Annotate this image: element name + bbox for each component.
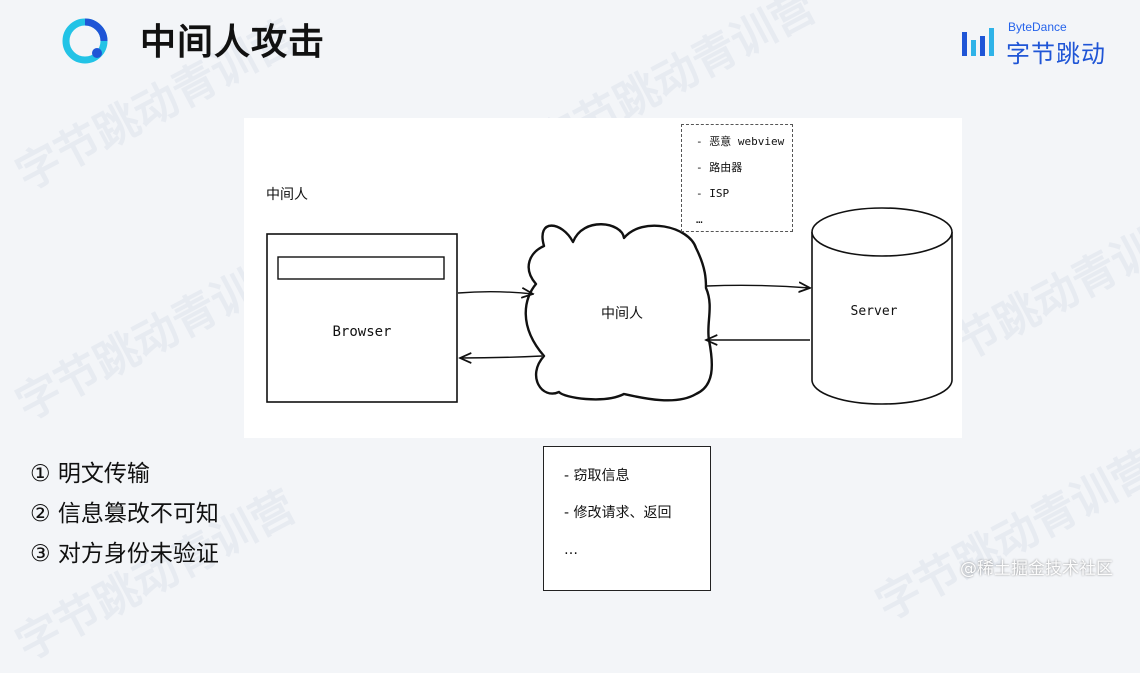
browser-label: Browser bbox=[332, 324, 391, 340]
browser-window bbox=[266, 233, 458, 403]
bytedance-bars-icon bbox=[962, 28, 994, 56]
diagram-canvas: Browser 中间人 Server bbox=[244, 118, 962, 438]
mitm-cloud bbox=[524, 223, 714, 402]
example-item: - 路由器 bbox=[696, 161, 743, 174]
arrow-mitm-to-browser bbox=[460, 356, 543, 358]
example-item: - ISP bbox=[696, 187, 730, 200]
page-title: 中间人攻击 bbox=[140, 22, 326, 63]
server-label: Server bbox=[851, 304, 898, 319]
attack-effects-box: - 窃取信息 - 修改请求、返回 … bbox=[543, 446, 711, 591]
mitm-diagram: Browser 中间人 Server bbox=[266, 207, 953, 405]
watermark: 字节跳动青训营 bbox=[868, 441, 1140, 631]
app-logo-icon bbox=[62, 18, 108, 64]
browser-address-bar bbox=[277, 256, 445, 280]
server-top bbox=[811, 207, 953, 257]
mitm-heading: 中间人 bbox=[266, 187, 308, 203]
mitm-examples-box: - 恶意 webview - 路由器 - ISP … bbox=[681, 124, 793, 232]
source-credit: @稀土掘金技术社区 bbox=[960, 559, 1113, 579]
bullet-item: ② 信息篡改不可知 bbox=[30, 501, 219, 527]
arrow-mitm-to-server bbox=[706, 285, 810, 288]
arrow-browser-to-mitm bbox=[457, 292, 533, 294]
bytedance-logo: ByteDance 字节跳动 bbox=[960, 20, 1120, 68]
server-cylinder bbox=[811, 232, 953, 405]
cloud-label: 中间人 bbox=[601, 306, 643, 322]
brand-name: 字节跳动 bbox=[1006, 40, 1106, 68]
example-item: - 恶意 webview bbox=[696, 135, 785, 148]
effect-item: - 窃取信息 bbox=[564, 468, 630, 484]
example-item: … bbox=[696, 213, 703, 226]
bullet-item: ③ 对方身份未验证 bbox=[30, 541, 219, 567]
effect-item: - 修改请求、返回 bbox=[564, 505, 672, 521]
brand-subtitle: ByteDance bbox=[1008, 20, 1067, 34]
risk-points-list: ① 明文传输 ② 信息篡改不可知 ③ 对方身份未验证 bbox=[30, 454, 219, 574]
effect-item: … bbox=[564, 542, 578, 558]
bullet-item: ① 明文传输 bbox=[30, 461, 150, 487]
